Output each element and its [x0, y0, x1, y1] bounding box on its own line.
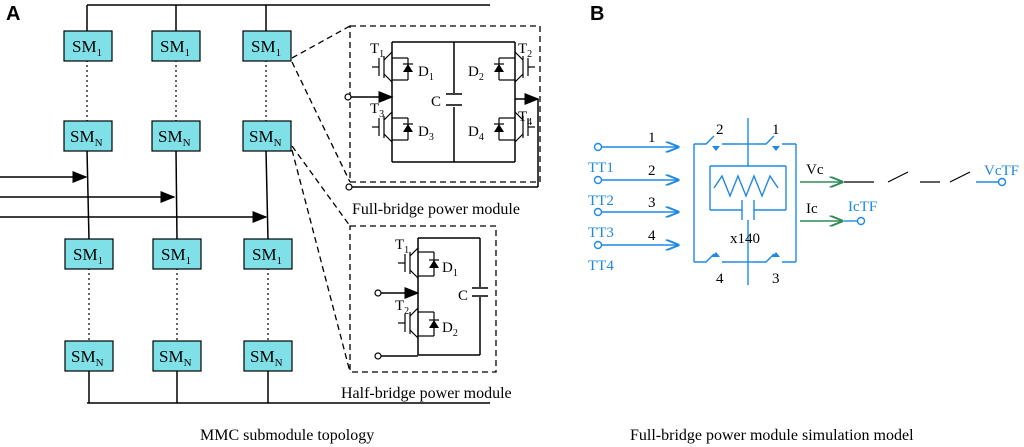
- svg-text:3: 3: [648, 195, 656, 211]
- svg-text:Vc: Vc: [806, 162, 824, 178]
- svg-text:SMN: SMN: [159, 347, 192, 369]
- half-bridge-t2: [398, 307, 419, 339]
- full-bridge-box: [349, 25, 541, 183]
- half-bridge-t1: [398, 247, 419, 279]
- svg-text:SM1: SM1: [161, 245, 191, 267]
- full-bridge-t3: [372, 111, 393, 143]
- sm-1-leg-c-lower: SM1: [243, 238, 293, 270]
- full-bridge-t2: [514, 51, 535, 83]
- sm-1-leg-b-lower: SM1: [152, 238, 202, 270]
- input-3: 3 TT3: [588, 195, 678, 241]
- full-bridge-caption: Full-bridge power module: [352, 201, 520, 218]
- multiplier-label: x140: [730, 231, 760, 247]
- svg-text:1: 1: [648, 130, 656, 146]
- svg-text:TT3: TT3: [588, 225, 614, 241]
- full-bridge-d1-label: D1: [418, 64, 434, 83]
- full-bridge-d3: [392, 117, 413, 141]
- sm-n-leg-c-lower: SMN: [243, 340, 293, 372]
- svg-text:VcTF: VcTF: [984, 163, 1019, 179]
- full-bridge-d1: [392, 57, 413, 81]
- svg-text:TT1: TT1: [588, 160, 614, 176]
- full-bridge-t1: [372, 51, 393, 83]
- full-bridge-d2-label: D2: [468, 64, 484, 83]
- full-bridge-t4-label: T4: [518, 109, 532, 128]
- panel-b-label: B: [590, 3, 604, 25]
- svg-text:SMN: SMN: [249, 127, 282, 149]
- sm-1-leg-a-upper: SM1: [63, 30, 113, 62]
- sm-n-leg-a-upper: SMN: [63, 120, 113, 152]
- half-bridge-t1-label: T1: [395, 237, 409, 256]
- bottom-switch-label-4: 4: [716, 271, 724, 287]
- top-switch-label-2: 2: [716, 122, 724, 138]
- svg-text:SMN: SMN: [71, 347, 104, 369]
- full-bridge-t4: [514, 111, 535, 143]
- top-switch-label-1: 1: [772, 122, 780, 138]
- mmc-topology: SM1 SM1 SM1 SMN SMN SMN SM1 SM1: [0, 4, 490, 404]
- panel-b-caption: Full-bridge power module simulation mode…: [630, 427, 914, 444]
- svg-text:SMN: SMN: [250, 347, 283, 369]
- half-bridge-d1: [418, 251, 439, 277]
- input-4: 4 TT4: [588, 228, 678, 274]
- half-bridge-d2: [418, 311, 439, 337]
- half-bridge-d2-label: D2: [442, 320, 458, 339]
- half-bridge-caption: Half-bridge power module: [341, 385, 512, 402]
- full-bridge-d2: [494, 57, 515, 81]
- svg-text:SM1: SM1: [160, 37, 190, 59]
- input-2: 2 TT2: [588, 163, 678, 209]
- sm-1-leg-a-lower: SM1: [64, 238, 114, 270]
- svg-text:SMN: SMN: [70, 127, 103, 149]
- sm-1-leg-b-upper: SM1: [151, 30, 201, 62]
- sm-n-leg-c-upper: SMN: [242, 120, 292, 152]
- vc-output: Vc VcTF: [800, 162, 1019, 186]
- full-bridge-module: C T1 D1: [344, 25, 541, 218]
- zoom-callout-lines: [291, 25, 351, 373]
- half-bridge-box: [349, 225, 497, 373]
- simulation-model: 1 TT1 2 TT2 3 TT3 4 TT4: [588, 118, 1019, 287]
- svg-text:SMN: SMN: [158, 127, 191, 149]
- svg-text:SM1: SM1: [73, 245, 103, 267]
- half-bridge-d1-label: D1: [442, 260, 458, 279]
- panel-a-label: A: [6, 3, 20, 25]
- svg-text:2: 2: [648, 163, 656, 179]
- sm-n-leg-a-lower: SMN: [64, 340, 114, 372]
- phase-legs: [86, 5, 269, 403]
- full-bridge-t1-label: T1: [370, 41, 384, 60]
- svg-text:IcTF: IcTF: [848, 199, 877, 215]
- full-bridge-d4: [494, 117, 515, 141]
- full-bridge-t3-label: T3: [370, 101, 384, 120]
- resistor-symbol: [713, 174, 779, 198]
- svg-text:4: 4: [648, 228, 656, 244]
- half-bridge-cap-label: C: [458, 288, 468, 304]
- svg-text:SM1: SM1: [252, 245, 282, 267]
- ic-output: Ic IcTF: [800, 199, 877, 225]
- sm-n-leg-b-lower: SMN: [152, 340, 202, 372]
- half-bridge-t2-label: T2: [395, 298, 409, 317]
- module-body: 2 1 4 3 x140: [693, 118, 797, 287]
- svg-text:TT4: TT4: [588, 258, 614, 274]
- sm-n-leg-b-upper: SMN: [151, 120, 201, 152]
- half-bridge-module: C T1 D1: [341, 225, 512, 402]
- full-bridge-d4-label: D4: [468, 124, 484, 143]
- bottom-switch-label-3: 3: [772, 271, 780, 287]
- full-bridge-d3-label: D3: [418, 124, 434, 143]
- ac-inputs: [0, 171, 268, 223]
- svg-text:Ic: Ic: [806, 201, 818, 217]
- input-1: 1 TT1: [588, 130, 678, 176]
- sm-1-leg-c-upper: SM1: [242, 30, 292, 62]
- svg-text:SM1: SM1: [72, 37, 102, 59]
- panel-a-caption: MMC submodule topology: [200, 427, 374, 444]
- full-bridge-t2-label: T2: [518, 41, 532, 60]
- svg-text:SM1: SM1: [251, 37, 281, 59]
- svg-text:TT2: TT2: [588, 193, 614, 209]
- full-bridge-cap-label: C: [431, 94, 441, 110]
